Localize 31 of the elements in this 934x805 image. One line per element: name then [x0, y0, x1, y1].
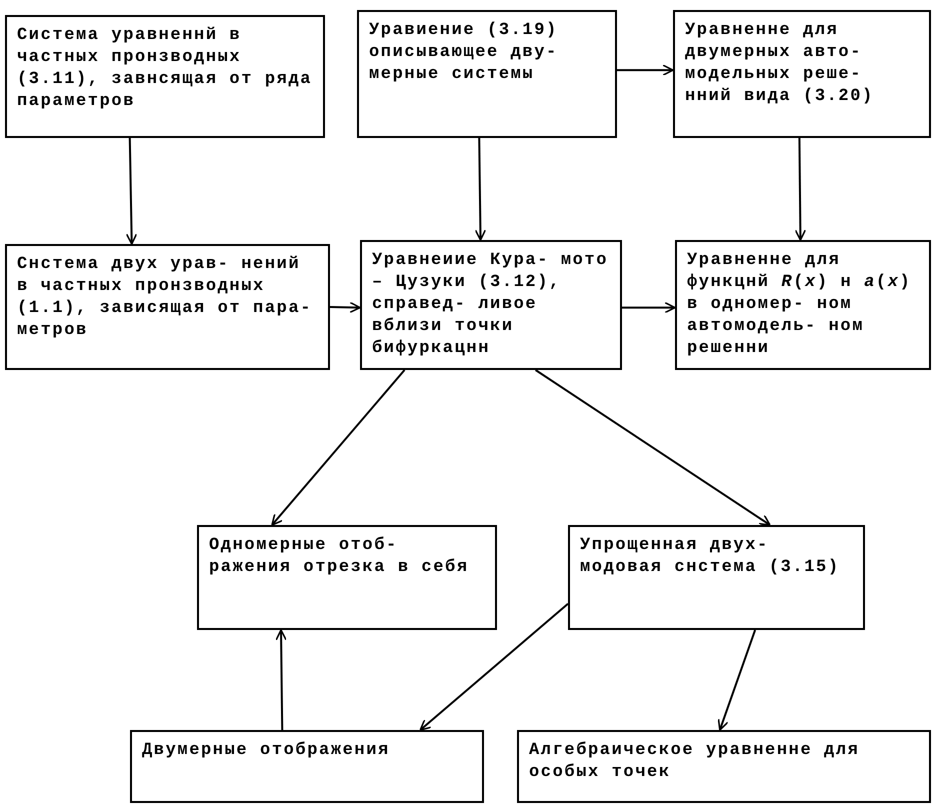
arrow — [534, 369, 771, 526]
process-box — [568, 525, 865, 630]
arrow — [474, 138, 486, 241]
arrow — [419, 603, 569, 731]
box-text: Система уравненнй в частных пронзводных (3.11), завнсящая от ряда параметров — [17, 25, 313, 113]
arrow — [330, 302, 361, 314]
arrow — [794, 138, 806, 241]
process-box — [360, 240, 622, 370]
process-box — [5, 15, 325, 138]
process-box — [357, 10, 617, 138]
box-text: Уравненне для функцнй R(x) н a(x) в одномер- ном автомодель- ном решенни — [687, 250, 912, 360]
arrow — [271, 369, 406, 526]
arrow — [617, 64, 674, 76]
process-box — [5, 244, 330, 370]
box-text: Снстема двух урав- нений в частных пронзводных (1.1), зависящая от пара- метров — [17, 254, 314, 342]
arrow — [622, 302, 676, 314]
box-text: Упрощенная двух- модовая снстема (3.15) — [580, 535, 841, 579]
process-box — [517, 730, 931, 803]
process-box — [673, 10, 931, 138]
box-text: Одномерные отоб- ражения отрезка в себя — [209, 535, 470, 579]
box-text: Уравнеиие Кура- мото – Цузуки (3.12), справед- ливое вблизи точки бифуркацнн — [372, 250, 610, 360]
box-text: Двумерные отображения — [142, 740, 391, 762]
process-box — [197, 525, 497, 630]
box-text: Уравиение (3.19) описывающее дву- мерные системы — [369, 20, 559, 86]
arrow — [718, 630, 756, 731]
box-text: Уравненне для двумерных авто- модельных реше- нний вида (3.20) — [685, 20, 875, 108]
box-text: Алгебраическое уравненне для особых точек — [529, 740, 860, 784]
arrow — [126, 138, 138, 245]
process-box — [130, 730, 484, 803]
arrow — [275, 629, 287, 730]
process-box — [675, 240, 931, 370]
